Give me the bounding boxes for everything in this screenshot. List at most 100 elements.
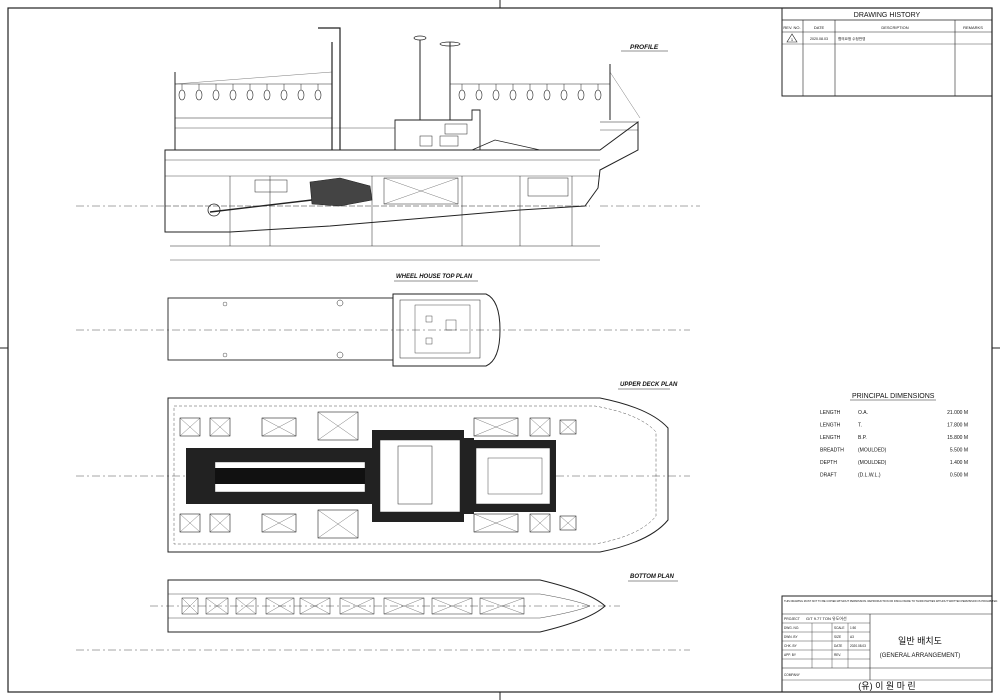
bottom-tank bbox=[265, 597, 295, 615]
wheel-house-top-plan-label: WHEEL HOUSE TOP PLAN bbox=[396, 274, 473, 280]
tank-cross bbox=[479, 597, 525, 615]
hatch-cross bbox=[317, 509, 359, 539]
title-field-label: SCALE bbox=[834, 626, 844, 630]
dimension-mark: (MOULDED) bbox=[858, 460, 887, 466]
dimension-value: 5.500 M bbox=[950, 448, 968, 454]
bottom-tank bbox=[431, 597, 473, 615]
title-field-label: SIZE bbox=[834, 635, 841, 639]
bottom-tank bbox=[299, 597, 331, 615]
drawing-history-table: DRAWING HISTORY REV. NO. DATE DESCRIPTIO… bbox=[781, 7, 993, 97]
title-field-label: CHK. BY bbox=[784, 644, 798, 648]
deck-hatch bbox=[529, 513, 551, 533]
bottom-tank bbox=[235, 597, 257, 615]
fishing-lamp-icon bbox=[594, 89, 602, 101]
bottom-tank bbox=[383, 597, 425, 615]
tank-cross bbox=[299, 597, 331, 615]
col-rev-no: REV. NO. bbox=[783, 25, 800, 30]
deck-hatches bbox=[179, 411, 577, 539]
hatch-cross bbox=[261, 417, 297, 437]
deck-hatch bbox=[179, 513, 201, 533]
col-date: DATE bbox=[814, 25, 825, 30]
history-row-description: 협의요청 수정반영 bbox=[838, 36, 865, 41]
deck-hatch bbox=[473, 513, 519, 533]
dimension-mark: (D.L.W.L.) bbox=[858, 473, 881, 479]
deck-hatch bbox=[529, 417, 551, 437]
title-field-value: 1:50 bbox=[850, 626, 856, 630]
fishing-lamp-icon bbox=[509, 89, 517, 101]
bottom-tank bbox=[479, 597, 525, 615]
fishing-lamp-icon bbox=[577, 89, 585, 101]
dimension-mark: O.A. bbox=[858, 410, 868, 416]
tank-cross bbox=[265, 597, 295, 615]
deck-hatch bbox=[317, 411, 359, 441]
title-field-label: DATE bbox=[834, 644, 842, 648]
hatch-cross bbox=[559, 419, 577, 435]
history-row-rev: 1 bbox=[791, 37, 794, 42]
title-field-label: DWN. BY bbox=[784, 635, 799, 639]
bottom-plan-label: BOTTOM PLAN bbox=[630, 574, 675, 580]
hatch-cross bbox=[559, 515, 577, 531]
deck-hatch bbox=[473, 417, 519, 437]
project-name: G/T 9.77 TON 유도어선 bbox=[806, 615, 847, 621]
drawing-title-korean: 일반 배치도 bbox=[898, 635, 942, 646]
dimension-mark: B.P. bbox=[858, 435, 867, 441]
fishing-lamp-icon bbox=[560, 89, 568, 101]
title-block-notice: THIS DRAWING MUST NOT TO BE COPIED WITHO… bbox=[784, 599, 998, 603]
bottom-plan: BOTTOM PLAN bbox=[76, 574, 690, 651]
deck-hatch bbox=[209, 513, 231, 533]
deck-hatch bbox=[317, 509, 359, 539]
hatch-cross bbox=[179, 513, 201, 533]
fishing-lamp-icon bbox=[263, 89, 271, 101]
fishing-lamp-icon bbox=[280, 89, 288, 101]
bottom-tank bbox=[181, 597, 199, 615]
fishing-lamp-icon bbox=[526, 89, 534, 101]
hatch-cross bbox=[209, 513, 231, 533]
hatch-cross bbox=[179, 417, 201, 437]
principal-dimensions-title: PRINCIPAL DIMENSIONS bbox=[852, 393, 935, 400]
tank-cross bbox=[431, 597, 473, 615]
title-field-label: DWG. NO. bbox=[784, 626, 799, 630]
dimension-label: DRAFT bbox=[820, 473, 837, 479]
col-description: DESCRIPTION bbox=[881, 25, 908, 30]
bottom-tank bbox=[339, 597, 375, 615]
drawing-title-english: (GENERAL ARRANGEMENT) bbox=[880, 653, 960, 659]
project-label: PROJECT bbox=[784, 617, 800, 621]
title-block bbox=[781, 595, 993, 693]
fishing-lamp-icon bbox=[475, 89, 483, 101]
profile-label: PROFILE bbox=[630, 44, 659, 51]
drawing-history-title: DRAWING HISTORY bbox=[854, 12, 921, 19]
dimension-value: 21.000 M bbox=[947, 410, 968, 416]
dimension-label: LENGTH bbox=[820, 410, 841, 416]
hatch-cross bbox=[209, 417, 231, 437]
history-row-date: 2020.08.03 bbox=[810, 37, 828, 41]
fishing-lamp-icon bbox=[492, 89, 500, 101]
fishing-lamp-icon bbox=[195, 89, 203, 101]
dimension-label: LENGTH bbox=[820, 423, 841, 429]
tank-cross bbox=[339, 597, 375, 615]
dimension-label: LENGTH bbox=[820, 435, 841, 441]
upper-deck-plan-label: UPPER DECK PLAN bbox=[620, 382, 678, 388]
fishing-lamp-icon bbox=[314, 89, 322, 101]
dimension-mark: T. bbox=[858, 423, 862, 429]
deck-hatch bbox=[179, 417, 201, 437]
hatch-cross bbox=[529, 513, 551, 533]
hatch-cross bbox=[317, 411, 359, 441]
dimension-label: DEPTH bbox=[820, 460, 837, 466]
title-field-label: APP. BY bbox=[784, 653, 797, 657]
upper-deck-plan: UPPER DECK PLAN bbox=[76, 382, 690, 553]
principal-dimensions: PRINCIPAL DIMENSIONS LENGTH O.A. 21.000 M L… bbox=[820, 393, 968, 479]
deck-hatch bbox=[261, 513, 297, 533]
profile-view: PROFILE bbox=[76, 27, 700, 261]
hatch-cross bbox=[473, 417, 519, 437]
hatch-cross bbox=[473, 513, 519, 533]
dimension-value: 1.400 M bbox=[950, 460, 968, 466]
title-field-value: 2020.08.03 bbox=[850, 644, 866, 648]
fishing-lamp-icon bbox=[246, 89, 254, 101]
approved-label: COMPANY bbox=[784, 673, 801, 677]
deck-hatch bbox=[559, 419, 577, 435]
profile-lamps bbox=[178, 84, 602, 101]
revision-triangle-icon bbox=[786, 33, 798, 43]
fishing-lamp-icon bbox=[543, 89, 551, 101]
